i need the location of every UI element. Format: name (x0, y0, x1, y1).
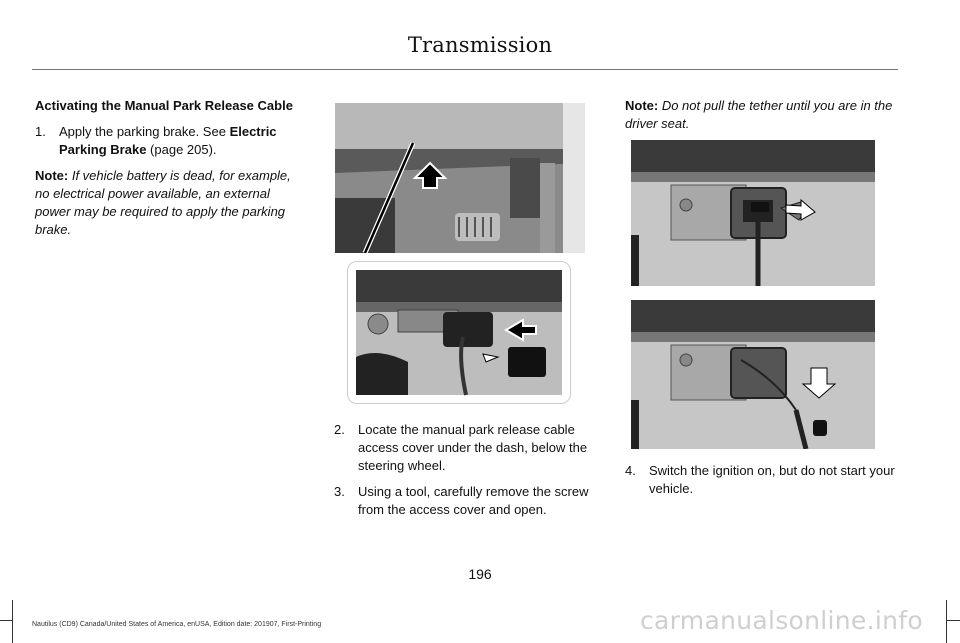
column-2: 2. Locate the manual park release cable … (334, 421, 604, 527)
note: Note: Do not pull the tether until you a… (625, 97, 895, 133)
step-3: 3. Using a tool, carefully remove the sc… (334, 483, 604, 519)
step-text: Switch the ignition on, but do not start… (649, 463, 895, 496)
step-4: 4. Switch the ignition on, but do not st… (625, 462, 895, 498)
tether-pull-photo-1 (631, 140, 875, 286)
page-reference: (page 205). (146, 142, 217, 157)
header-rule (32, 69, 898, 70)
watermark: carmanualsonline.info (640, 606, 923, 635)
crop-mark (12, 600, 13, 643)
column-3: Note: Do not pull the tether until you a… (625, 97, 895, 141)
step-text: Using a tool, carefully remove the screw… (358, 484, 589, 517)
step-number: 4. (625, 463, 636, 478)
crop-mark (0, 620, 12, 621)
note-label: Note: (625, 98, 659, 113)
dashboard-photo (335, 103, 585, 253)
tether-illustration-1 (631, 140, 875, 286)
step-1: 1. Apply the parking brake. See Electric… (35, 123, 305, 159)
access-cover-illustration (356, 270, 562, 396)
note-text: Do not pull the tether until you are in … (625, 98, 893, 131)
step-number: 2. (334, 422, 345, 437)
section-heading: Activating the Manual Park Release Cable (35, 98, 293, 113)
page-number: 196 (468, 566, 492, 582)
footer-text: Nautilus (CD9) Canada/United States of A… (32, 621, 322, 628)
step-number: 3. (334, 484, 345, 499)
access-cover-inset (347, 261, 571, 404)
step-2: 2. Locate the manual park release cable … (334, 421, 604, 475)
crop-mark (947, 620, 960, 621)
step-text: Apply the parking brake. See (59, 124, 230, 139)
crop-mark (946, 600, 947, 643)
step-text: Locate the manual park release cable acc… (358, 422, 588, 473)
dashboard-illustration (335, 103, 585, 253)
tether-pull-photo-2 (631, 300, 875, 449)
column-3-lower: 4. Switch the ignition on, but do not st… (625, 462, 895, 506)
page-title: Transmission (407, 33, 553, 57)
column-1: Activating the Manual Park Release Cable… (35, 97, 305, 247)
note-text: If vehicle battery is dead, for example,… (35, 168, 291, 237)
cross-reference-link[interactable]: Electric Parking Brake (59, 124, 277, 157)
step-number: 1. (35, 124, 46, 139)
note: Note: If vehicle battery is dead, for ex… (35, 167, 305, 239)
tether-illustration-2 (631, 300, 875, 449)
note-label: Note: (35, 168, 69, 183)
